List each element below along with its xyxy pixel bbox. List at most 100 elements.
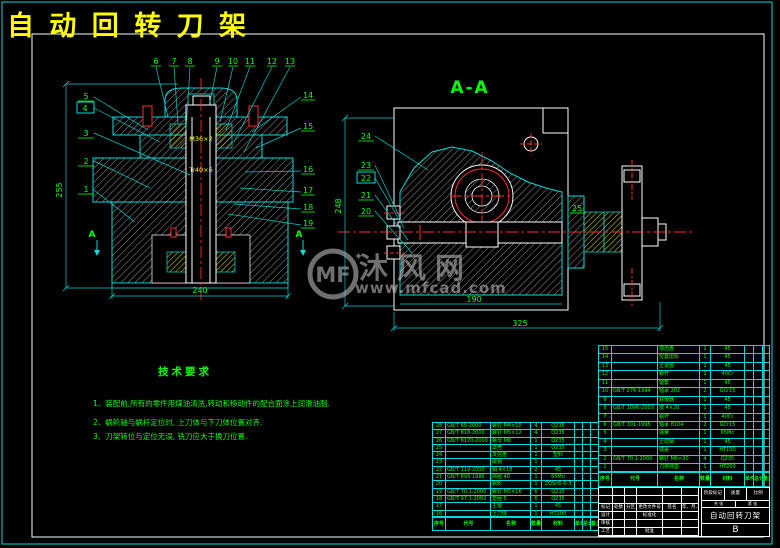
grid-cell: 端盖 <box>658 446 700 455</box>
grid-cell <box>575 502 583 510</box>
grid-cell: 3 <box>599 446 612 455</box>
grid-cell <box>682 528 699 536</box>
grid-cell <box>745 454 754 464</box>
grid-cell: Q235 <box>542 443 575 452</box>
grid-cell: 上刀体 <box>491 509 531 517</box>
grid-cell: 1 <box>531 480 542 488</box>
grid-cell: 2 <box>700 420 711 430</box>
balloon-15: 15 <box>303 122 313 131</box>
grid-cell <box>754 429 763 438</box>
grid-cell: 4 <box>531 429 542 437</box>
grid-cell: 12 <box>599 370 612 379</box>
grid-cell: 25 <box>433 443 446 452</box>
grid-cell <box>745 370 754 379</box>
grid-cell <box>745 353 754 362</box>
grid-cell: 1 <box>700 463 711 472</box>
scale-label: 比例 <box>753 491 763 496</box>
grid-cell <box>575 422 583 430</box>
grid-cell: 24 <box>433 451 446 459</box>
grid-cell: 分区 <box>625 504 637 512</box>
section-view-title: A-A <box>450 78 489 98</box>
grid-cell <box>763 378 770 388</box>
balloon-22: 22 <box>361 174 371 183</box>
grid-cell: 45 <box>711 361 745 371</box>
grid-cell <box>625 520 637 528</box>
grid-cell: 5 <box>599 429 612 438</box>
grid-cell <box>754 353 763 362</box>
worm-wheel <box>450 152 514 252</box>
grid-cell <box>575 509 583 517</box>
grid-cell <box>745 395 754 405</box>
grid-cell: 处数 <box>613 504 625 512</box>
grid-cell: 19 <box>433 487 446 495</box>
grid-cell <box>763 454 770 464</box>
grid-cell <box>446 502 491 510</box>
grid-cell: 空套齿轮 <box>658 353 700 362</box>
grid-cell <box>682 496 699 504</box>
grid-cell: 28 <box>433 422 446 430</box>
grid-cell: 名称 <box>658 472 700 486</box>
leader-lines-left-view <box>93 66 302 226</box>
grid-cell <box>763 387 770 396</box>
grid-cell: 40Cr <box>711 370 745 379</box>
grid-cell: 1 <box>531 509 542 517</box>
grid-cell: 年、月、日 <box>682 504 699 512</box>
balloon-10: 10 <box>228 57 238 66</box>
grid-cell <box>583 502 591 510</box>
grid-cell: 标记 <box>599 504 613 512</box>
grid-cell <box>613 528 625 536</box>
grid-cell <box>637 488 663 496</box>
grid-cell: 垫圈 5 <box>491 494 531 503</box>
grid-cell: 发信盘 <box>491 451 531 459</box>
balloon-6: 6 <box>153 57 158 66</box>
grid-cell: 蜗轮 <box>491 480 531 488</box>
grid-cell <box>583 422 591 430</box>
grid-cell: GB/T 119-2000 <box>446 465 491 474</box>
grid-cell <box>575 473 583 481</box>
grid-cell: Q235 <box>542 494 575 503</box>
grid-cell: GB/T 276-1994 <box>612 387 658 396</box>
grid-cell: 弹簧 <box>658 429 700 438</box>
watermark-site-name: 沐风网 <box>359 251 474 285</box>
dim-aa-inner-width: 190 <box>466 295 481 304</box>
page-title: 自 动 回 转 刀 架 <box>7 11 249 42</box>
grid-cell: 1 <box>700 378 711 388</box>
grid-cell <box>446 480 491 488</box>
grid-cell <box>583 473 591 481</box>
grid-cell: 序号 <box>433 517 446 530</box>
grid-cell: 21 <box>433 473 446 481</box>
grid-cell <box>612 378 658 388</box>
grid-cell <box>583 487 591 495</box>
housing-hatch-lower <box>399 242 563 296</box>
grid-cell: 总计 <box>754 472 763 486</box>
grid-cell: 1 <box>700 437 711 447</box>
tech-req-item-2: 2、蜗轮轴与蜗杆定位时, 上刀体与下刀体位置对齐. <box>93 418 263 427</box>
grid-cell: 单件 <box>575 517 583 530</box>
grid-cell: GCr15 <box>711 387 745 396</box>
grid-cell <box>745 429 754 438</box>
grid-cell: 1 <box>531 436 542 444</box>
grid-cell <box>745 437 754 447</box>
grid-cell <box>612 429 658 438</box>
grid-cell: 塑料 <box>542 451 575 459</box>
grid-cell <box>754 437 763 447</box>
balloon-23: 23 <box>361 161 371 170</box>
grid-cell: 45 <box>711 395 745 405</box>
balloon-3: 3 <box>83 129 88 138</box>
grid-cell: 1 <box>531 473 542 481</box>
balloon-13: 13 <box>285 57 295 66</box>
bom-table-left-header: 序号代号名称数量材料单件总计备注 <box>432 517 599 531</box>
grid-cell <box>612 446 658 455</box>
grid-cell: 1 <box>700 446 711 455</box>
star-icon: ✦ <box>354 250 363 263</box>
grid-cell: 6 <box>599 420 612 430</box>
grid-cell <box>575 429 583 437</box>
grid-cell <box>745 404 754 413</box>
grid-cell <box>583 480 591 488</box>
grid-cell: GB/T 70.1-2000 <box>612 454 658 464</box>
grid-cell: 45 <box>711 404 745 413</box>
grid-cell <box>575 494 583 503</box>
grid-cell: 2 <box>599 454 612 464</box>
grid-cell: 1 <box>700 361 711 371</box>
